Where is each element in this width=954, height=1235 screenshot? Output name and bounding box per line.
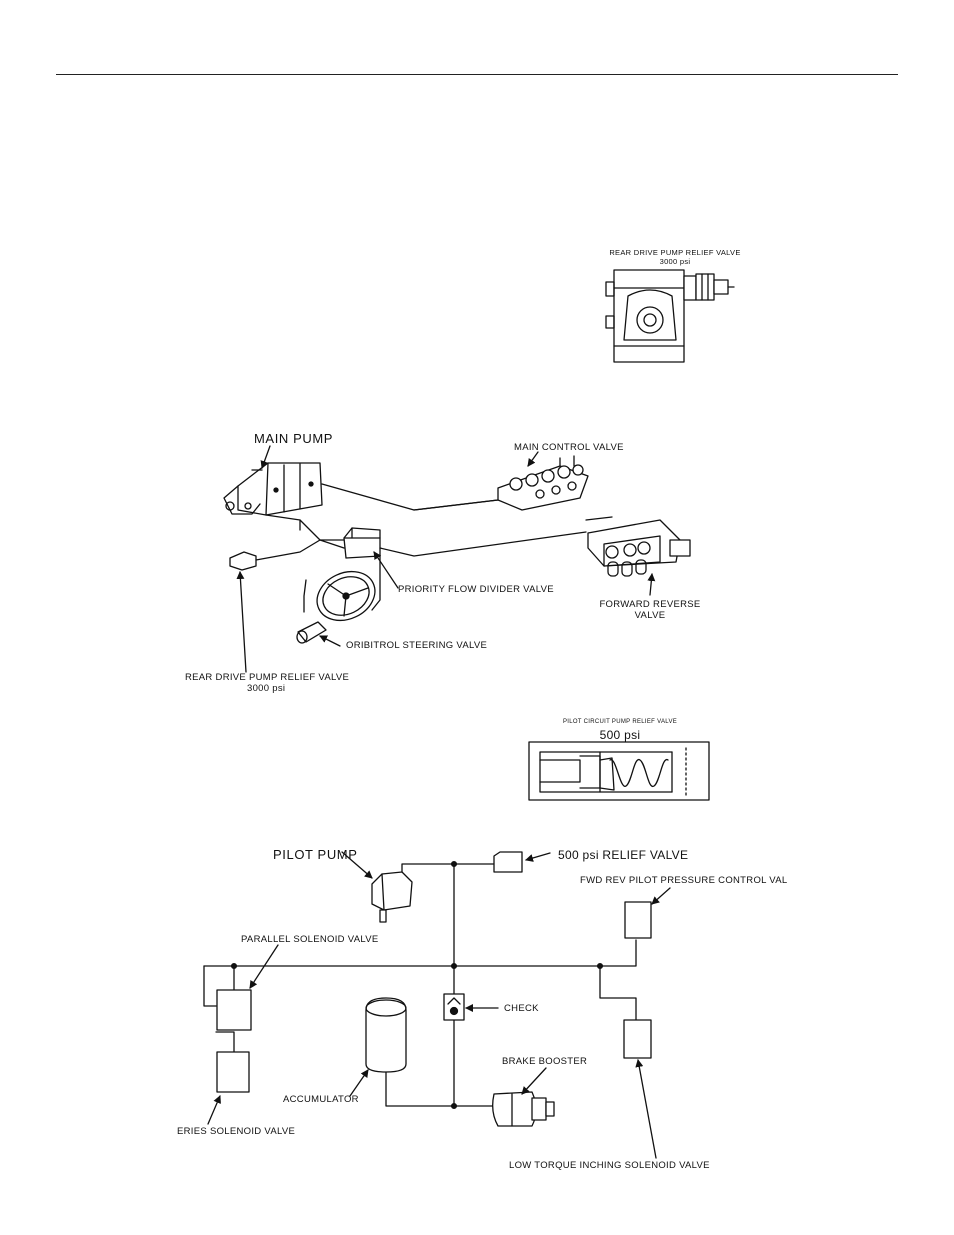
series-solenoid-label: ERIES SOLENOID VALVE (177, 1126, 296, 1137)
rear-relief-top-title: REAR DRIVE PUMP RELIEF VALVE (609, 248, 741, 257)
relief-500-drawing (493, 851, 523, 873)
pilot-pump-label: PILOT PUMP (273, 847, 358, 862)
check-label: CHECK (504, 1003, 539, 1014)
pilot-circuit-lines (203, 863, 637, 1107)
low-torque-solenoid-drawing (623, 1019, 652, 1059)
rear-relief-bottom-psi: 3000 psi (247, 683, 286, 694)
pilot-relief-valve-detail (528, 741, 710, 801)
brake-booster-drawing (492, 1091, 555, 1127)
rear-relief-valve-detail (605, 269, 735, 363)
pilot-relief-title: PILOT CIRCUIT PUMP RELIEF VALVE (562, 719, 678, 725)
brake-booster-label: BRAKE BOOSTER (502, 1056, 588, 1067)
forward-reverse-valve-drawing (587, 519, 691, 577)
forward-reverse-label-1: FORWARD REVERSE (599, 599, 701, 610)
main-control-valve-drawing (497, 455, 589, 511)
low-torque-inching-label: LOW TORQUE INCHING SOLENOID VALVE (509, 1160, 710, 1171)
accumulator-drawing (365, 997, 407, 1073)
check-valve-drawing (443, 993, 465, 1021)
rear-relief-top-psi: 3000 psi (659, 257, 691, 266)
rear-relief-bottom-title: REAR DRIVE PUMP RELIEF VALVE (185, 672, 350, 683)
forward-reverse-label-2: VALVE (634, 610, 666, 621)
accumulator-label: ACCUMULATOR (283, 1094, 359, 1105)
main-pump-label: MAIN PUMP (254, 431, 334, 446)
main-pump-drawing (223, 462, 323, 516)
fwd-rev-pilot-valve-drawing (624, 901, 652, 939)
orbitrol-cylinder-drawing (296, 621, 327, 644)
parallel-solenoid-drawing (216, 989, 252, 1031)
priority-flow-divider-drawing (343, 527, 381, 559)
relief-500-label: 500 psi RELIEF VALVE (558, 848, 689, 862)
priority-flow-divider-label: PRIORITY FLOW DIVIDER VALVE (398, 584, 554, 595)
steering-wheel-drawing (316, 570, 376, 622)
parallel-solenoid-label: PARALLEL SOLENOID VALVE (241, 934, 379, 945)
orbitrol-steering-label: ORIBITROL STEERING VALVE (346, 640, 488, 651)
pilot-relief-psi: 500 psi (599, 728, 641, 742)
pilot-pump-drawing (371, 871, 413, 923)
series-solenoid-drawing (216, 1051, 250, 1093)
fwd-rev-pilot-label: FWD REV PILOT PRESSURE CONTROL VAL (580, 875, 788, 886)
main-control-valve-label: MAIN CONTROL VALVE (514, 442, 624, 453)
rear-relief-small-drawing (229, 551, 257, 571)
header-rule (56, 74, 898, 75)
main-circuit-lines (255, 483, 613, 613)
